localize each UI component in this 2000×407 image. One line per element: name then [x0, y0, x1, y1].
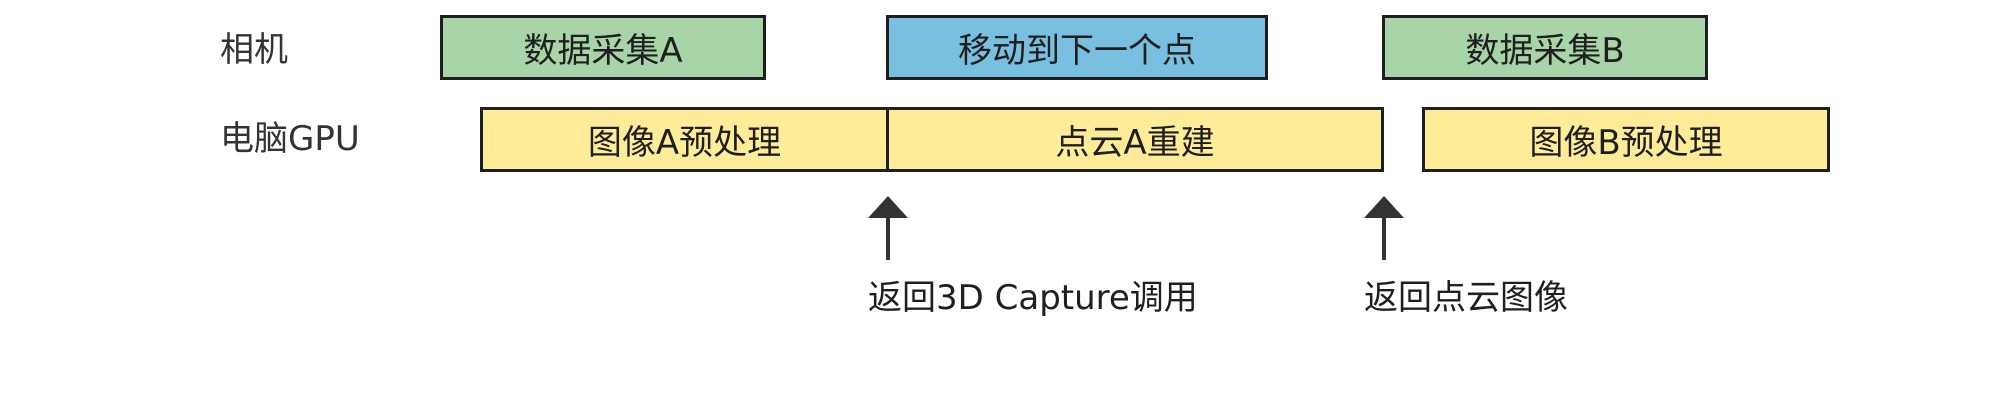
- camera-block-capture-b-label: 数据采集B: [1465, 31, 1625, 71]
- event-return-capture-label: 返回3D Capture调用: [868, 278, 1198, 318]
- event-return-pointcloud-label: 返回点云图像: [1364, 278, 1568, 318]
- gpu-row-label: 电脑GPU: [220, 119, 360, 159]
- camera-row-label: 相机: [220, 30, 288, 70]
- camera-block-move: 移动到下一个点: [886, 15, 1268, 80]
- gpu-block-preprocess-a: 图像A预处理: [480, 107, 889, 172]
- gpu-block-preprocess-b-label: 图像B预处理: [1529, 123, 1723, 163]
- up-arrow-icon: [868, 196, 908, 260]
- camera-block-capture-a: 数据采集A: [440, 15, 766, 80]
- gpu-block-reconstruct-a-label: 点云A重建: [1055, 123, 1215, 163]
- camera-block-capture-b: 数据采集B: [1382, 15, 1708, 80]
- up-arrow-icon: [1364, 196, 1404, 260]
- gpu-block-preprocess-a-label: 图像A预处理: [587, 123, 782, 163]
- gpu-block-reconstruct-a: 点云A重建: [886, 107, 1384, 172]
- camera-block-capture-a-label: 数据采集A: [523, 31, 683, 71]
- camera-block-move-label: 移动到下一个点: [958, 31, 1196, 71]
- gpu-block-preprocess-b: 图像B预处理: [1422, 107, 1830, 172]
